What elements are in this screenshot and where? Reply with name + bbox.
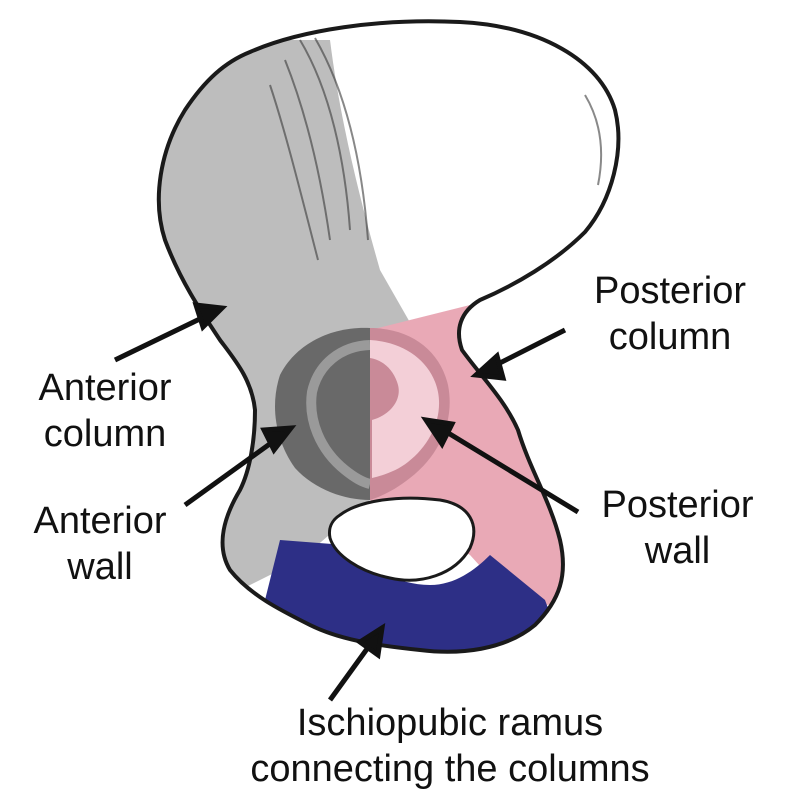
label-anterior-wall: Anterior wall (0, 498, 200, 590)
label-posterior-column: Posterior column (555, 268, 785, 360)
label-anterior-column: Anterior column (0, 365, 210, 457)
label-posterior-wall: Posterior wall (570, 482, 785, 574)
label-ischiopubic-ramus: Ischiopubic ramus connecting the columns (150, 700, 750, 792)
